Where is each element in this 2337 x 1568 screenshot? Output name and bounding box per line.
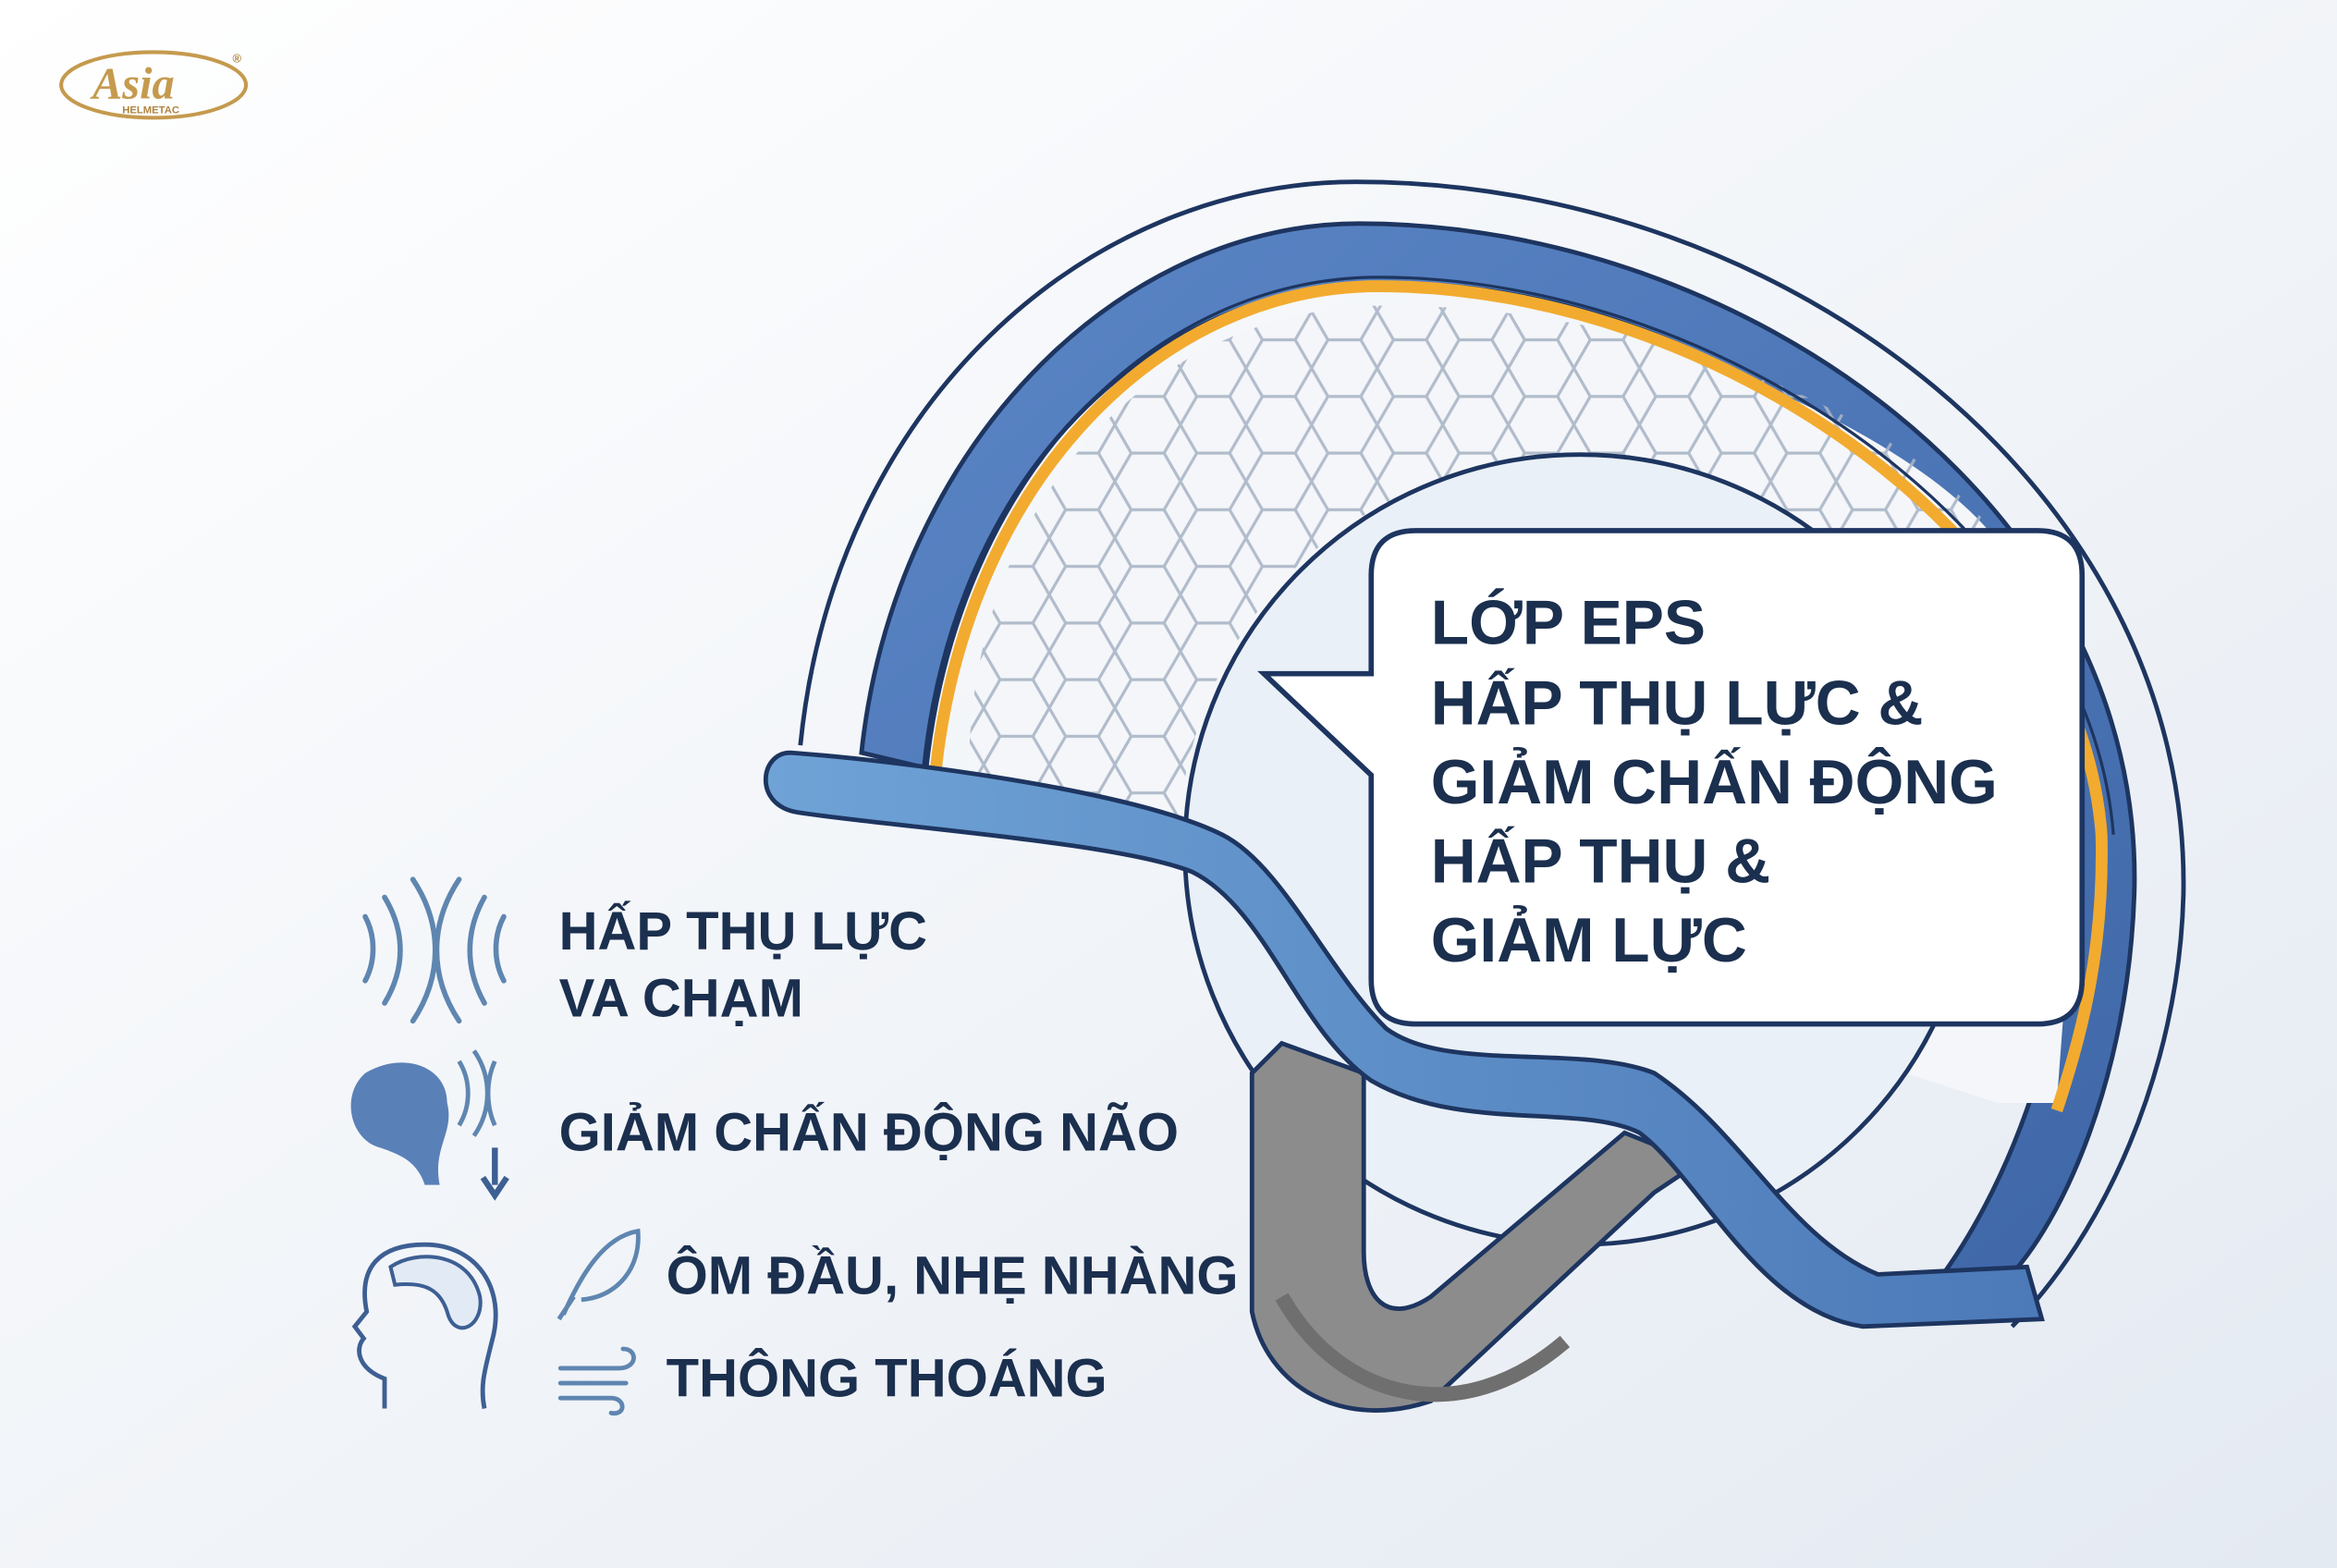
- asia-helmetac-logo: Asia HELMETAC ®: [59, 50, 249, 120]
- sound-waves-icon: [362, 876, 507, 1024]
- feature-ventilation: THÔNG THOÁNG: [557, 1346, 1107, 1415]
- feature-brain: GIẢM CHẤN ĐỘNG NÃO: [350, 1049, 1179, 1201]
- callout-line: HẤP THỤ LỰC &: [1431, 668, 1924, 739]
- svg-text:Asia: Asia: [90, 59, 175, 108]
- feature-comfort: ÔM ĐẦU, NHẸ NHÀNG: [557, 1228, 1239, 1321]
- visor: [763, 750, 2045, 1329]
- wind-icon: [557, 1346, 636, 1415]
- svg-text:THÔNG THOÁNG: THÔNG THOÁNG: [667, 1349, 1107, 1409]
- outer-shell-outline: [798, 179, 2186, 1329]
- orange-liner: [930, 280, 2108, 1113]
- svg-text:ÔM ĐẦU, NHẸ NHÀNG: ÔM ĐẦU, NHẸ NHÀNG: [667, 1245, 1239, 1305]
- svg-text:HELMETAC: HELMETAC: [122, 105, 179, 116]
- svg-text:GIẢM CHẤN ĐỘNG NÃO: GIẢM CHẤN ĐỘNG NÃO: [559, 1103, 1179, 1163]
- feather-icon: [557, 1228, 641, 1321]
- svg-text:HẤP THỤ LỰC: HẤP THỤ LỰC: [559, 901, 927, 962]
- eps-callout-bubble: LỚP EPS HẤP THỤ LỰC & GIẢM CHẤN ĐỘNG HẤP…: [1257, 528, 2086, 1027]
- callout-line: HẤP THỤ &: [1431, 825, 1770, 896]
- svg-text:®: ®: [233, 52, 242, 66]
- feature-impact: HẤP THỤ LỰC VA CHẠM: [362, 876, 927, 1028]
- head-outline-icon: [351, 1242, 498, 1409]
- callout-line: GIẢM CHẤN ĐỘNG: [1431, 746, 1998, 817]
- callout-line: LỚP EPS: [1431, 587, 1706, 657]
- svg-text:VA CHẠM: VA CHẠM: [559, 968, 803, 1028]
- callout-line: GIẢM LỰC: [1431, 904, 1747, 975]
- brain-vibration-icon: [350, 1049, 509, 1201]
